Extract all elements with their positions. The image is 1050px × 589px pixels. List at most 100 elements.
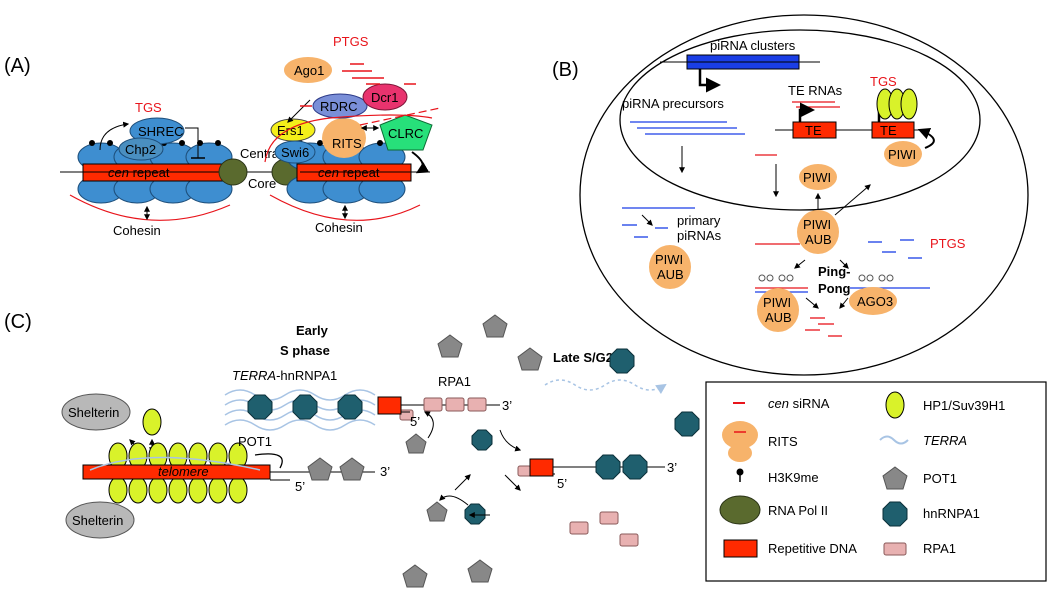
chp2-protein: [118, 137, 164, 161]
tgs-label-b: TGS: [870, 74, 897, 89]
telomere-label: telomere: [158, 464, 209, 479]
five-prime-3: 5’: [557, 476, 567, 491]
svg-text:TERRA-hnRNPA1: TERRA-hnRNPA1: [232, 368, 337, 383]
piwi-nucleus: [884, 141, 922, 167]
te-element-1: [792, 121, 837, 139]
ago1-protein: [284, 57, 332, 83]
rpa1-label-top: RPA1: [438, 374, 471, 389]
hp1-bottom-row: [108, 476, 248, 504]
legend-terra-icon: [879, 435, 909, 445]
shrec-label: SHREC: [138, 124, 184, 139]
rits-complex-a: [322, 118, 366, 158]
central-label: Central: [240, 146, 282, 161]
terra-late: [544, 379, 667, 395]
swi6-protein: [274, 140, 316, 164]
clrc-label: CLRC: [388, 126, 423, 141]
rdrc-complex: [312, 93, 368, 119]
shrec-inhibit: [185, 127, 199, 158]
legend-hnrnpa1-icon: [882, 501, 908, 527]
te-label-1: TE: [805, 123, 822, 138]
nucleus-membrane: [619, 29, 981, 211]
piwi-aub-left: [649, 245, 691, 289]
chp2-label: Chp2: [125, 142, 156, 157]
panel-c: Early S phase Late S/G2 TERRA-hnRNPA: [61, 314, 700, 588]
legend-rpa1-icon: [883, 542, 907, 556]
ago3-label: AGO3: [857, 294, 893, 309]
free-hnrnpa1: [464, 348, 700, 525]
legend-cen-italic: cen: [768, 396, 789, 411]
piwi-aub-bottom-1: PIWI: [763, 295, 791, 310]
pirna-clusters-label: piRNA clusters: [710, 38, 796, 53]
shelterin-bottom-label: Shelterin: [72, 513, 123, 528]
piwi-aub-center-1: PIWI: [803, 217, 831, 232]
panel-b-label: (B): [552, 59, 579, 81]
shelterin-top: [61, 393, 131, 431]
dcr1-label: Dcr1: [371, 90, 398, 105]
piwi-aub-center-2: AUB: [805, 232, 832, 247]
ago3-protein: [849, 287, 897, 315]
legend: cen siRNA RITS H3K9me RNA Pol II Repetit…: [705, 381, 1047, 582]
shrec-arrow: [99, 121, 130, 151]
three-prime-2: 3’: [380, 464, 390, 479]
pirnas-label: piRNAs: [677, 228, 722, 243]
cohesin-ring-right: [269, 194, 421, 221]
nascent-transcript: [264, 114, 433, 163]
primary-label: primary: [677, 213, 721, 228]
telomere-repeat-early: [377, 396, 402, 415]
clrc-complex: [379, 114, 433, 151]
legend-repeat-icon: [723, 539, 758, 558]
panel-b: piRNA clusters piRNA precursors TE RNAs …: [579, 14, 1029, 376]
pot1-label-c: POT1: [238, 434, 272, 449]
tgs-label-a: TGS: [135, 100, 162, 115]
shelterin-top-label: Shelterin: [68, 405, 119, 420]
rits-label-a: RITS: [332, 136, 362, 151]
core-label: Core: [248, 176, 276, 191]
legend-pot1-icon: [882, 466, 908, 490]
te-label-2: TE: [880, 123, 897, 138]
rdrc-label: RDRC: [320, 99, 358, 114]
legend-pot1: POT1: [923, 471, 957, 486]
cell-membrane: [579, 14, 1029, 376]
pong-label: Pong: [818, 281, 851, 296]
terra-label-rest: -hnRNPA1: [276, 368, 337, 383]
hp1-cluster-b: [876, 88, 918, 120]
legend-pol2-icon: [719, 495, 761, 525]
dcr1-protein: [362, 83, 408, 111]
piwi-nucleus-label: PIWI: [888, 147, 916, 162]
legend-hp1: HP1/Suv39H1: [923, 398, 1005, 413]
panel-c-label: (C): [4, 311, 32, 333]
legend-hnrnpa1: hnRNPA1: [923, 506, 980, 521]
pirna-precursors-label: piRNA precursors: [622, 96, 724, 111]
early-label-1: Early: [296, 323, 329, 338]
legend-h3k9me-icon: [736, 468, 744, 482]
piwi-mid-label: PIWI: [803, 170, 831, 185]
five-prime-1: 5’: [410, 414, 420, 429]
piwi-mid: [799, 164, 837, 190]
three-prime-3: 3’: [667, 460, 677, 475]
terra-label-italic: TERRA: [232, 368, 276, 383]
rna-pol-left: [218, 158, 248, 186]
panel-a-label: (A): [4, 55, 31, 77]
legend-h3k9me: H3K9me: [768, 470, 819, 485]
legend-rna-pol: RNA Pol II: [768, 503, 828, 518]
sirnas-a: [300, 63, 416, 107]
precursor-lines: [630, 121, 745, 135]
legend-rits: RITS: [768, 434, 798, 449]
legend-hp1-icon: [885, 391, 905, 419]
legend-rits-icon: [722, 421, 758, 462]
three-prime-1: 3’: [502, 398, 512, 413]
legend-repetitive: Repetitive DNA: [768, 541, 857, 556]
ping-label: Ping-: [818, 264, 851, 279]
early-label-2: S phase: [280, 343, 330, 358]
piwi-aub-bottom: [757, 288, 799, 332]
swi6-label: Swi6: [281, 145, 309, 160]
panel-a: cen repeat SHREC Chp2 TGS Central Core C…: [60, 34, 441, 238]
shelterin-bottom: [65, 501, 135, 539]
legend-box: [705, 381, 1047, 582]
piwi-aub-center: [797, 210, 839, 254]
cohesin-ring-left: [69, 194, 231, 221]
piwi-aub-bottom-2: AUB: [765, 310, 792, 325]
telomere-repeat-late: [529, 458, 554, 477]
svg-text:cen siRNA: cen siRNA: [768, 396, 830, 411]
